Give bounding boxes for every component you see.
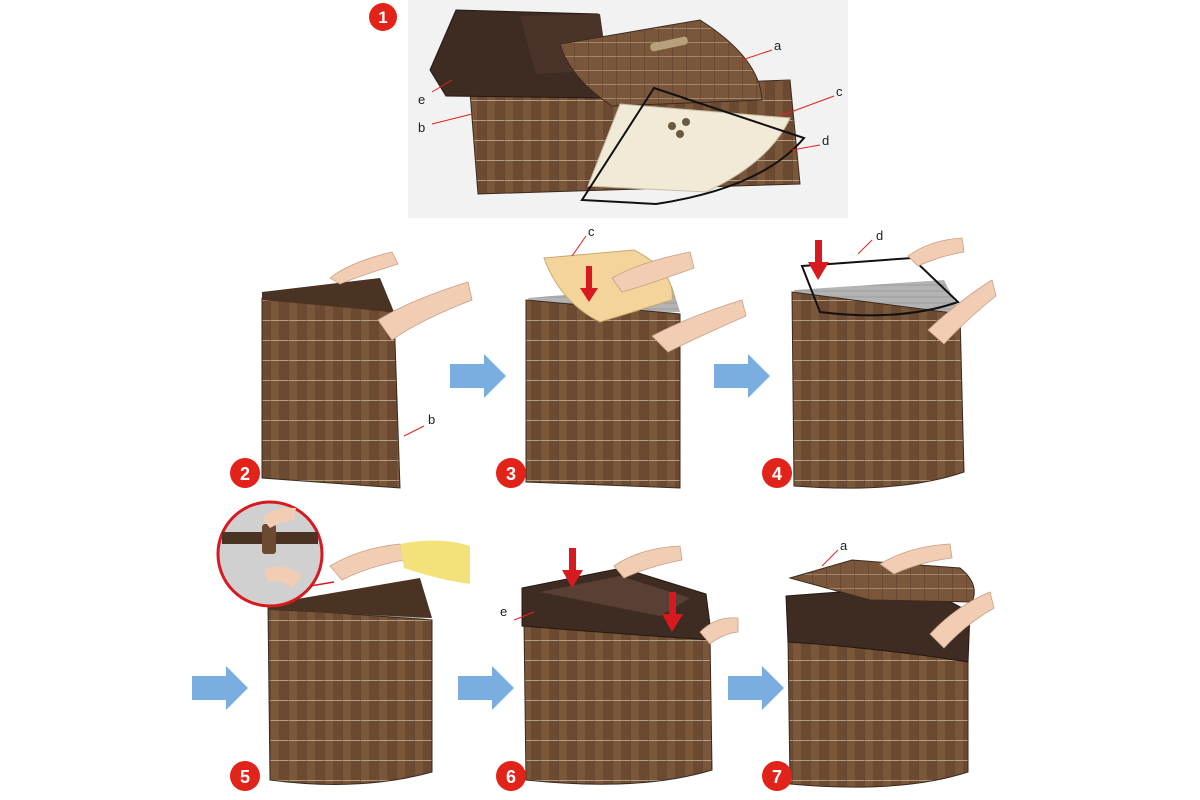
step-1-panel: a c d e b 1 bbox=[369, 0, 848, 218]
leader-line-d bbox=[857, 239, 873, 255]
part-label-c: c bbox=[588, 224, 595, 239]
leader-line-c bbox=[571, 235, 587, 257]
step-2-panel: b 2 bbox=[230, 251, 473, 489]
bamboo-basket-body bbox=[261, 297, 401, 489]
hand-icon bbox=[879, 543, 953, 575]
hand-icon bbox=[377, 281, 473, 341]
hand-icon bbox=[651, 299, 747, 353]
leader-line-c bbox=[779, 95, 835, 117]
leader-line-b bbox=[403, 425, 425, 437]
hand-icon bbox=[329, 543, 405, 581]
hand-icon bbox=[611, 251, 695, 293]
hand-icon bbox=[613, 545, 683, 579]
part-e-fabric-liner bbox=[785, 585, 971, 663]
step-number-2: 2 bbox=[240, 464, 250, 484]
next-step-arrow-icon bbox=[192, 666, 248, 710]
step-badge-1: 1 bbox=[369, 3, 397, 31]
liner-inner-fold bbox=[540, 576, 690, 616]
next-step-arrow-icon bbox=[714, 354, 770, 398]
lid-handle bbox=[650, 36, 688, 52]
part-d-wire-frame bbox=[580, 86, 806, 206]
part-label-d: d bbox=[822, 133, 829, 148]
part-label-a: a bbox=[840, 538, 848, 553]
sleeve-icon bbox=[400, 540, 470, 584]
next-step-arrow-icon bbox=[728, 666, 784, 710]
hand-icon bbox=[907, 237, 965, 267]
hand-icon bbox=[929, 591, 995, 649]
leader-line-a bbox=[821, 549, 839, 567]
next-step-arrow-icon bbox=[450, 354, 506, 398]
leader-line-d bbox=[791, 144, 821, 151]
hand-icon bbox=[329, 251, 399, 285]
strap-icon bbox=[262, 524, 276, 554]
part-label-b: b bbox=[428, 412, 435, 427]
zoom-connector-line bbox=[309, 581, 335, 587]
part-label-c: c bbox=[836, 84, 843, 99]
leader-line-e bbox=[513, 611, 535, 621]
step-number-7: 7 bbox=[772, 767, 782, 787]
part-label-e: e bbox=[418, 92, 425, 107]
insert-down-arrow-icon bbox=[662, 592, 683, 632]
part-label-b: b bbox=[418, 120, 425, 135]
board-hole-icon bbox=[676, 130, 684, 138]
part-c-bottom-board bbox=[587, 103, 791, 193]
step-badge-7: 7 bbox=[762, 761, 792, 791]
bamboo-basket-body bbox=[523, 621, 713, 785]
basket-rim bbox=[268, 578, 432, 618]
step-badge-3: 3 bbox=[496, 458, 526, 488]
hand-icon bbox=[699, 617, 739, 645]
part-label-e: e bbox=[500, 604, 507, 619]
step-number-3: 3 bbox=[506, 464, 516, 484]
step-number-5: 5 bbox=[240, 767, 250, 787]
bamboo-basket-body bbox=[787, 639, 969, 788]
hand-icon bbox=[927, 279, 997, 345]
board-hole-icon bbox=[682, 118, 690, 126]
step-7-panel: a 7 bbox=[762, 538, 995, 791]
leader-line-a bbox=[741, 49, 773, 61]
leader-line-e bbox=[431, 79, 453, 93]
board-hole-icon bbox=[668, 122, 676, 130]
bamboo-basket-body bbox=[791, 291, 965, 489]
step-6-panel: e 6 bbox=[496, 545, 739, 791]
insert-down-arrow-icon bbox=[808, 240, 829, 280]
step-badge-5: 5 bbox=[230, 761, 260, 791]
basket-rim bbox=[262, 278, 394, 312]
step-number-1: 1 bbox=[378, 8, 387, 27]
hand-icon bbox=[262, 507, 296, 528]
part-label-a: a bbox=[774, 38, 782, 53]
step-badge-4: 4 bbox=[762, 458, 792, 488]
step-number-4: 4 bbox=[772, 464, 782, 484]
step-4-panel: d 4 bbox=[762, 228, 997, 489]
part-label-d: d bbox=[876, 228, 883, 243]
insert-down-arrow-icon bbox=[580, 266, 598, 302]
step-3-panel: c 3 bbox=[496, 224, 747, 489]
bamboo-basket-body bbox=[267, 607, 433, 785]
next-step-arrow-icon bbox=[458, 666, 514, 710]
hand-icon bbox=[264, 566, 302, 588]
insert-down-arrow-icon bbox=[562, 548, 583, 588]
step-badge-6: 6 bbox=[496, 761, 526, 791]
bamboo-basket-body bbox=[525, 299, 681, 489]
leader-line-b bbox=[431, 113, 473, 125]
step-badge-2: 2 bbox=[230, 458, 260, 488]
part-d-wire-frame bbox=[800, 256, 960, 317]
step-5-panel: 5 bbox=[216, 500, 470, 791]
part-a-lid bbox=[559, 19, 763, 107]
step-number-6: 6 bbox=[506, 767, 516, 787]
